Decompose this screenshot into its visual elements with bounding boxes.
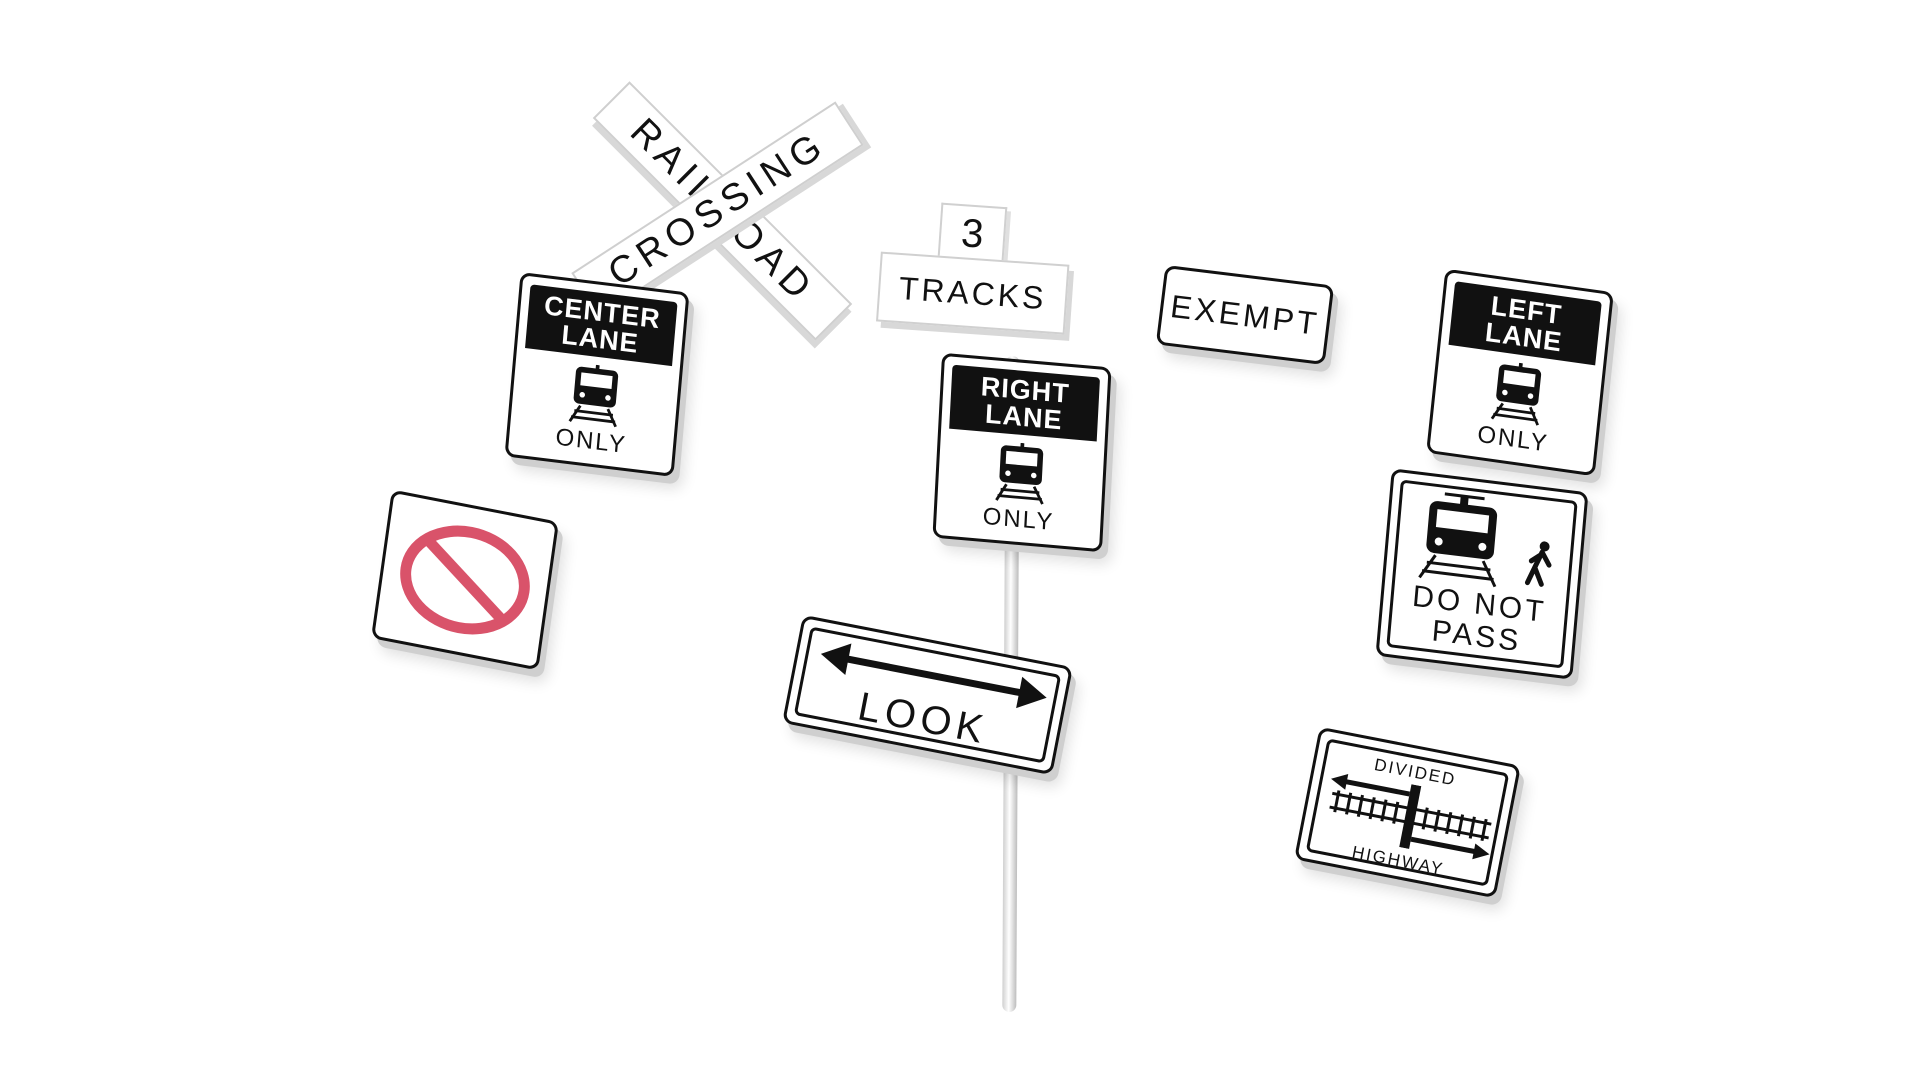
do-not-pass-sign: DO NOT PASS — [1375, 468, 1589, 680]
pedestrian-icon — [1524, 541, 1552, 587]
left-lane-header: LEFT LANE — [1448, 281, 1602, 366]
train-icon — [1418, 492, 1498, 588]
right-lane-header: RIGHT LANE — [949, 364, 1101, 442]
center-lane-header: CENTER LANE — [525, 284, 678, 367]
right-lane-only: ONLY — [982, 502, 1055, 537]
exempt-sign: EXEMPT — [1155, 264, 1335, 366]
prohibition-circle-icon — [400, 525, 530, 635]
tracks-sign: 3 TRACKS — [876, 199, 1070, 337]
center-lane-only-sign: CENTER LANE ONLY — [504, 271, 690, 478]
train-icon — [568, 364, 619, 428]
left-lane-only-sign: LEFT LANE ONLY — [1426, 268, 1614, 477]
center-lane-only: ONLY — [554, 423, 628, 460]
train-icon — [1490, 362, 1542, 426]
double-arrow-icon — [820, 643, 1047, 709]
exempt-label: EXEMPT — [1168, 287, 1322, 342]
tracks-label: TRACKS — [897, 269, 1048, 316]
tracks-number: 3 — [959, 211, 985, 257]
divided-highway-sign: DIVIDED HIGHWAY — [1294, 726, 1521, 899]
right-lane-only-sign: RIGHT LANE ONLY — [932, 352, 1112, 553]
train-icon — [995, 442, 1044, 505]
divided-highway-crossing-icon — [1329, 773, 1492, 860]
tracks-label-plate: TRACKS — [876, 251, 1070, 335]
tracks-number-tab: 3 — [937, 202, 1008, 265]
look-sign: LOOK — [782, 614, 1073, 776]
prohibition-sign — [371, 489, 559, 671]
